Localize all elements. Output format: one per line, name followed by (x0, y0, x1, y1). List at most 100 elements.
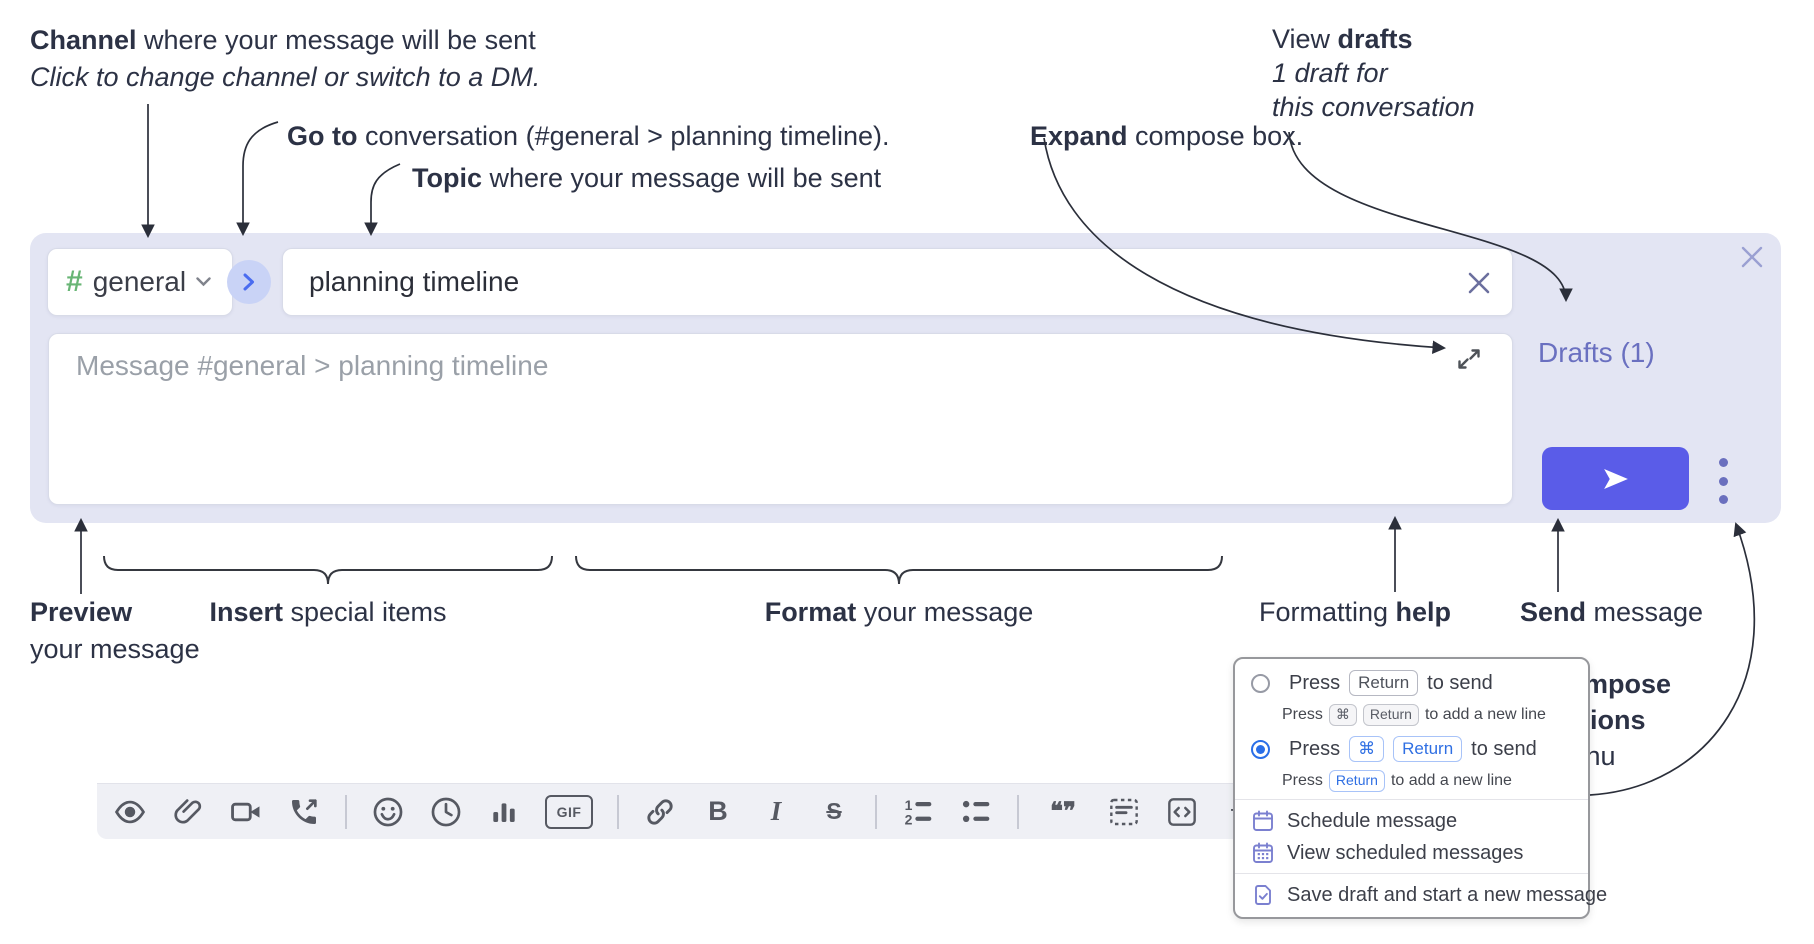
annotation-expand-bold: Expand (1030, 121, 1128, 151)
paperclip-icon[interactable] (171, 795, 205, 829)
dot (1718, 495, 1728, 504)
radio-unchecked-icon[interactable] (1251, 673, 1270, 693)
compose-options-menu-button[interactable] (1709, 458, 1737, 504)
topic-field (282, 248, 1513, 316)
radio-checked-icon[interactable] (1251, 739, 1270, 759)
video-camera-icon[interactable] (229, 795, 263, 829)
menu-item-view-scheduled[interactable]: View scheduled messages (1251, 841, 1523, 865)
goto-arrow (236, 121, 279, 237)
send-option-cmd-enter-subtext: Press Return to add a new line (1282, 770, 1512, 792)
draft-document-icon (1255, 885, 1271, 905)
gif-icon[interactable]: GIF (545, 794, 593, 829)
eye-icon[interactable] (113, 795, 147, 829)
send-option-cmd-enter[interactable]: Press ⌘ Return to send (1251, 736, 1537, 762)
expand-compose-icon[interactable] (1454, 344, 1484, 374)
toolbar-divider (875, 794, 877, 829)
return-key-chip: Return (1349, 670, 1419, 696)
annotation-help-pre: Formatting (1258, 597, 1396, 627)
send-button[interactable] (1542, 447, 1689, 510)
annotation-expand: Expand compose box. (1030, 118, 1303, 155)
italic-icon[interactable]: I (770, 796, 782, 826)
annotation-goto-rest: conversation (#general > planning timeli… (357, 121, 890, 151)
annotation-view-drafts-line3: this conversation (1272, 92, 1475, 122)
option1-sub2: to add a new line (1424, 706, 1546, 723)
clear-topic-icon[interactable] (1466, 270, 1492, 296)
emoji-icon[interactable] (371, 795, 405, 829)
option1-sub1: Press (1282, 706, 1323, 723)
radio-dot (1256, 744, 1265, 754)
format-brace (575, 555, 1223, 585)
option2-text2: to send (1471, 737, 1537, 760)
annotation-channel-sub: Click to change channel or switch to a D… (30, 62, 541, 92)
menu-item-schedule-message[interactable]: Schedule message (1251, 809, 1457, 833)
send-icon (1603, 468, 1628, 489)
clock-icon[interactable] (429, 795, 463, 829)
toolbar-divider (617, 794, 619, 829)
poll-icon[interactable] (487, 795, 521, 829)
option1-text2: to send (1427, 671, 1493, 694)
annotation-send-rest: message (1586, 597, 1704, 627)
cmd-key-chip: ⌘ (1349, 736, 1385, 762)
spoiler-snippet-icon[interactable] (1107, 795, 1141, 829)
quote-icon[interactable]: ❝❞ (1050, 798, 1076, 825)
menu-item-label: Schedule message (1287, 809, 1458, 832)
annotation-topic: Topic where your message will be sent (412, 160, 881, 197)
annotation-send: Send message (1520, 594, 1703, 631)
option2-sub2: to add a new line (1390, 772, 1512, 789)
code-block-icon[interactable] (1165, 795, 1199, 829)
channel-hash-icon: # (66, 265, 83, 298)
annotation-goto-bold: Go to (287, 121, 358, 151)
compose-options-menu: Press Return to send Press ⌘ Return to a… (1233, 657, 1607, 919)
message-field: GIF B I S 12 ❝❞ √x (48, 333, 1562, 839)
send-option-enter-subtext: Press ⌘ Return to add a new line (1282, 704, 1546, 726)
bulleted-list-icon[interactable] (959, 795, 993, 829)
go-to-conversation-button[interactable] (227, 260, 271, 304)
channel-selector[interactable]: # general (47, 248, 233, 316)
annotation-view-drafts-pre: View (1272, 24, 1338, 54)
annotation-view-drafts-bold: drafts (1337, 24, 1413, 54)
annotation-view-drafts-line2: 1 draft for (1272, 58, 1388, 88)
annotation-topic-bold: Topic (412, 163, 482, 193)
annotation-preview: Preview your message (30, 594, 200, 668)
chevron-right-icon (243, 273, 254, 291)
annotation-format-rest: your message (856, 597, 1034, 627)
insert-brace (103, 555, 553, 585)
bold-icon[interactable]: B (708, 796, 728, 826)
svg-text:2: 2 (905, 811, 913, 827)
return-key-chip: Return (1393, 736, 1463, 762)
topic-arrow (364, 163, 401, 237)
message-input[interactable] (49, 334, 1512, 446)
return-key-chip: Return (1328, 770, 1385, 792)
calendar-grid-icon (1253, 842, 1273, 863)
svg-text:1: 1 (905, 797, 913, 813)
annotation-channel: Channel where your message will be sent … (30, 22, 540, 96)
annotation-channel-bold: Channel (30, 25, 137, 55)
menu-item-save-draft[interactable]: Save draft and start a new message (1251, 883, 1607, 907)
toolbar-divider (345, 794, 347, 829)
close-compose-icon[interactable] (1738, 243, 1766, 271)
strikethrough-icon[interactable]: S (826, 798, 842, 824)
topic-input[interactable] (283, 249, 1512, 315)
channel-name: general (92, 266, 187, 297)
annotation-preview-bold: Preview (30, 597, 133, 627)
menu-item-label: Save draft and start a new message (1287, 883, 1608, 906)
dot (1718, 476, 1728, 486)
annotation-insert-bold: Insert (209, 597, 283, 627)
annotation-view-drafts: View drafts 1 draft for this conversatio… (1272, 22, 1475, 124)
send-option-enter[interactable]: Press Return to send (1251, 670, 1493, 696)
toolbar-divider (1017, 794, 1019, 829)
calendar-icon (1253, 810, 1273, 831)
phone-call-icon[interactable] (287, 795, 321, 829)
annotation-goto: Go to conversation (#general > planning … (287, 118, 890, 155)
return-key-chip: Return (1362, 704, 1419, 726)
menu-item-label: View scheduled messages (1287, 841, 1524, 864)
link-icon[interactable] (643, 795, 677, 829)
option2-sub1: Press (1282, 772, 1323, 789)
annotation-channel-rest: where your message will be sent (136, 25, 536, 55)
drafts-link[interactable]: Drafts (1) (1538, 337, 1655, 368)
annotation-insert-rest: special items (282, 597, 447, 627)
chevron-down-icon (196, 277, 211, 287)
annotation-topic-rest: where your message will be sent (482, 163, 882, 193)
